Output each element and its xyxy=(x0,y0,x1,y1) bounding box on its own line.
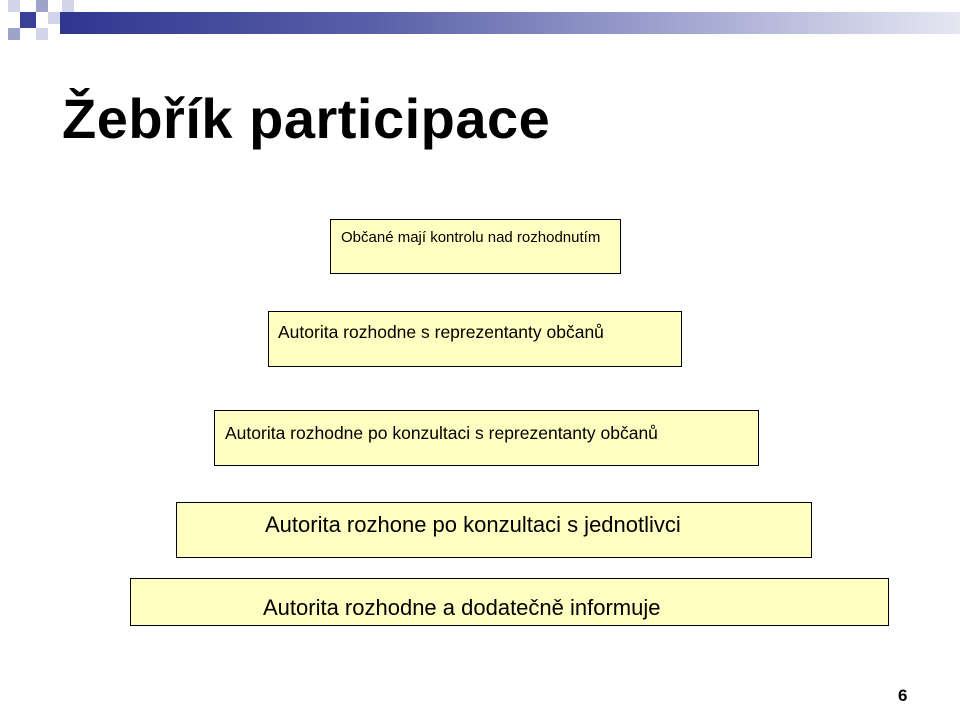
page-number: 6 xyxy=(898,686,908,705)
ladder-rung-decide-with-representatives: Autorita rozhodne s reprezentanty občanů xyxy=(268,311,682,367)
rung-label: Občané mají kontrolu nad rozhodnutím xyxy=(341,229,601,246)
rung-label: Autorita rozhodne a dodatečně informuje xyxy=(263,595,661,620)
ladder-rung-inform-afterwards: Autorita rozhodne a dodatečně informuje xyxy=(130,578,889,626)
rung-label: Autorita rozhodne po konzultaci s reprez… xyxy=(225,423,658,443)
rung-label: Autorita rozhodne s reprezentanty občanů xyxy=(278,322,604,342)
rung-label: Autorita rozhone po konzultaci s jednotl… xyxy=(265,512,681,537)
ladder-rung-consult-individuals: Autorita rozhone po konzultaci s jednotl… xyxy=(176,502,812,558)
decorative-square-pattern xyxy=(0,0,80,50)
header-gradient-bar xyxy=(60,12,960,34)
ladder-rung-consult-representatives: Autorita rozhodne po konzultaci s reprez… xyxy=(214,410,759,466)
slide-title: Žebřík participace xyxy=(62,87,551,150)
ladder-rung-citizen-control: Občané mají kontrolu nad rozhodnutím xyxy=(330,219,621,274)
